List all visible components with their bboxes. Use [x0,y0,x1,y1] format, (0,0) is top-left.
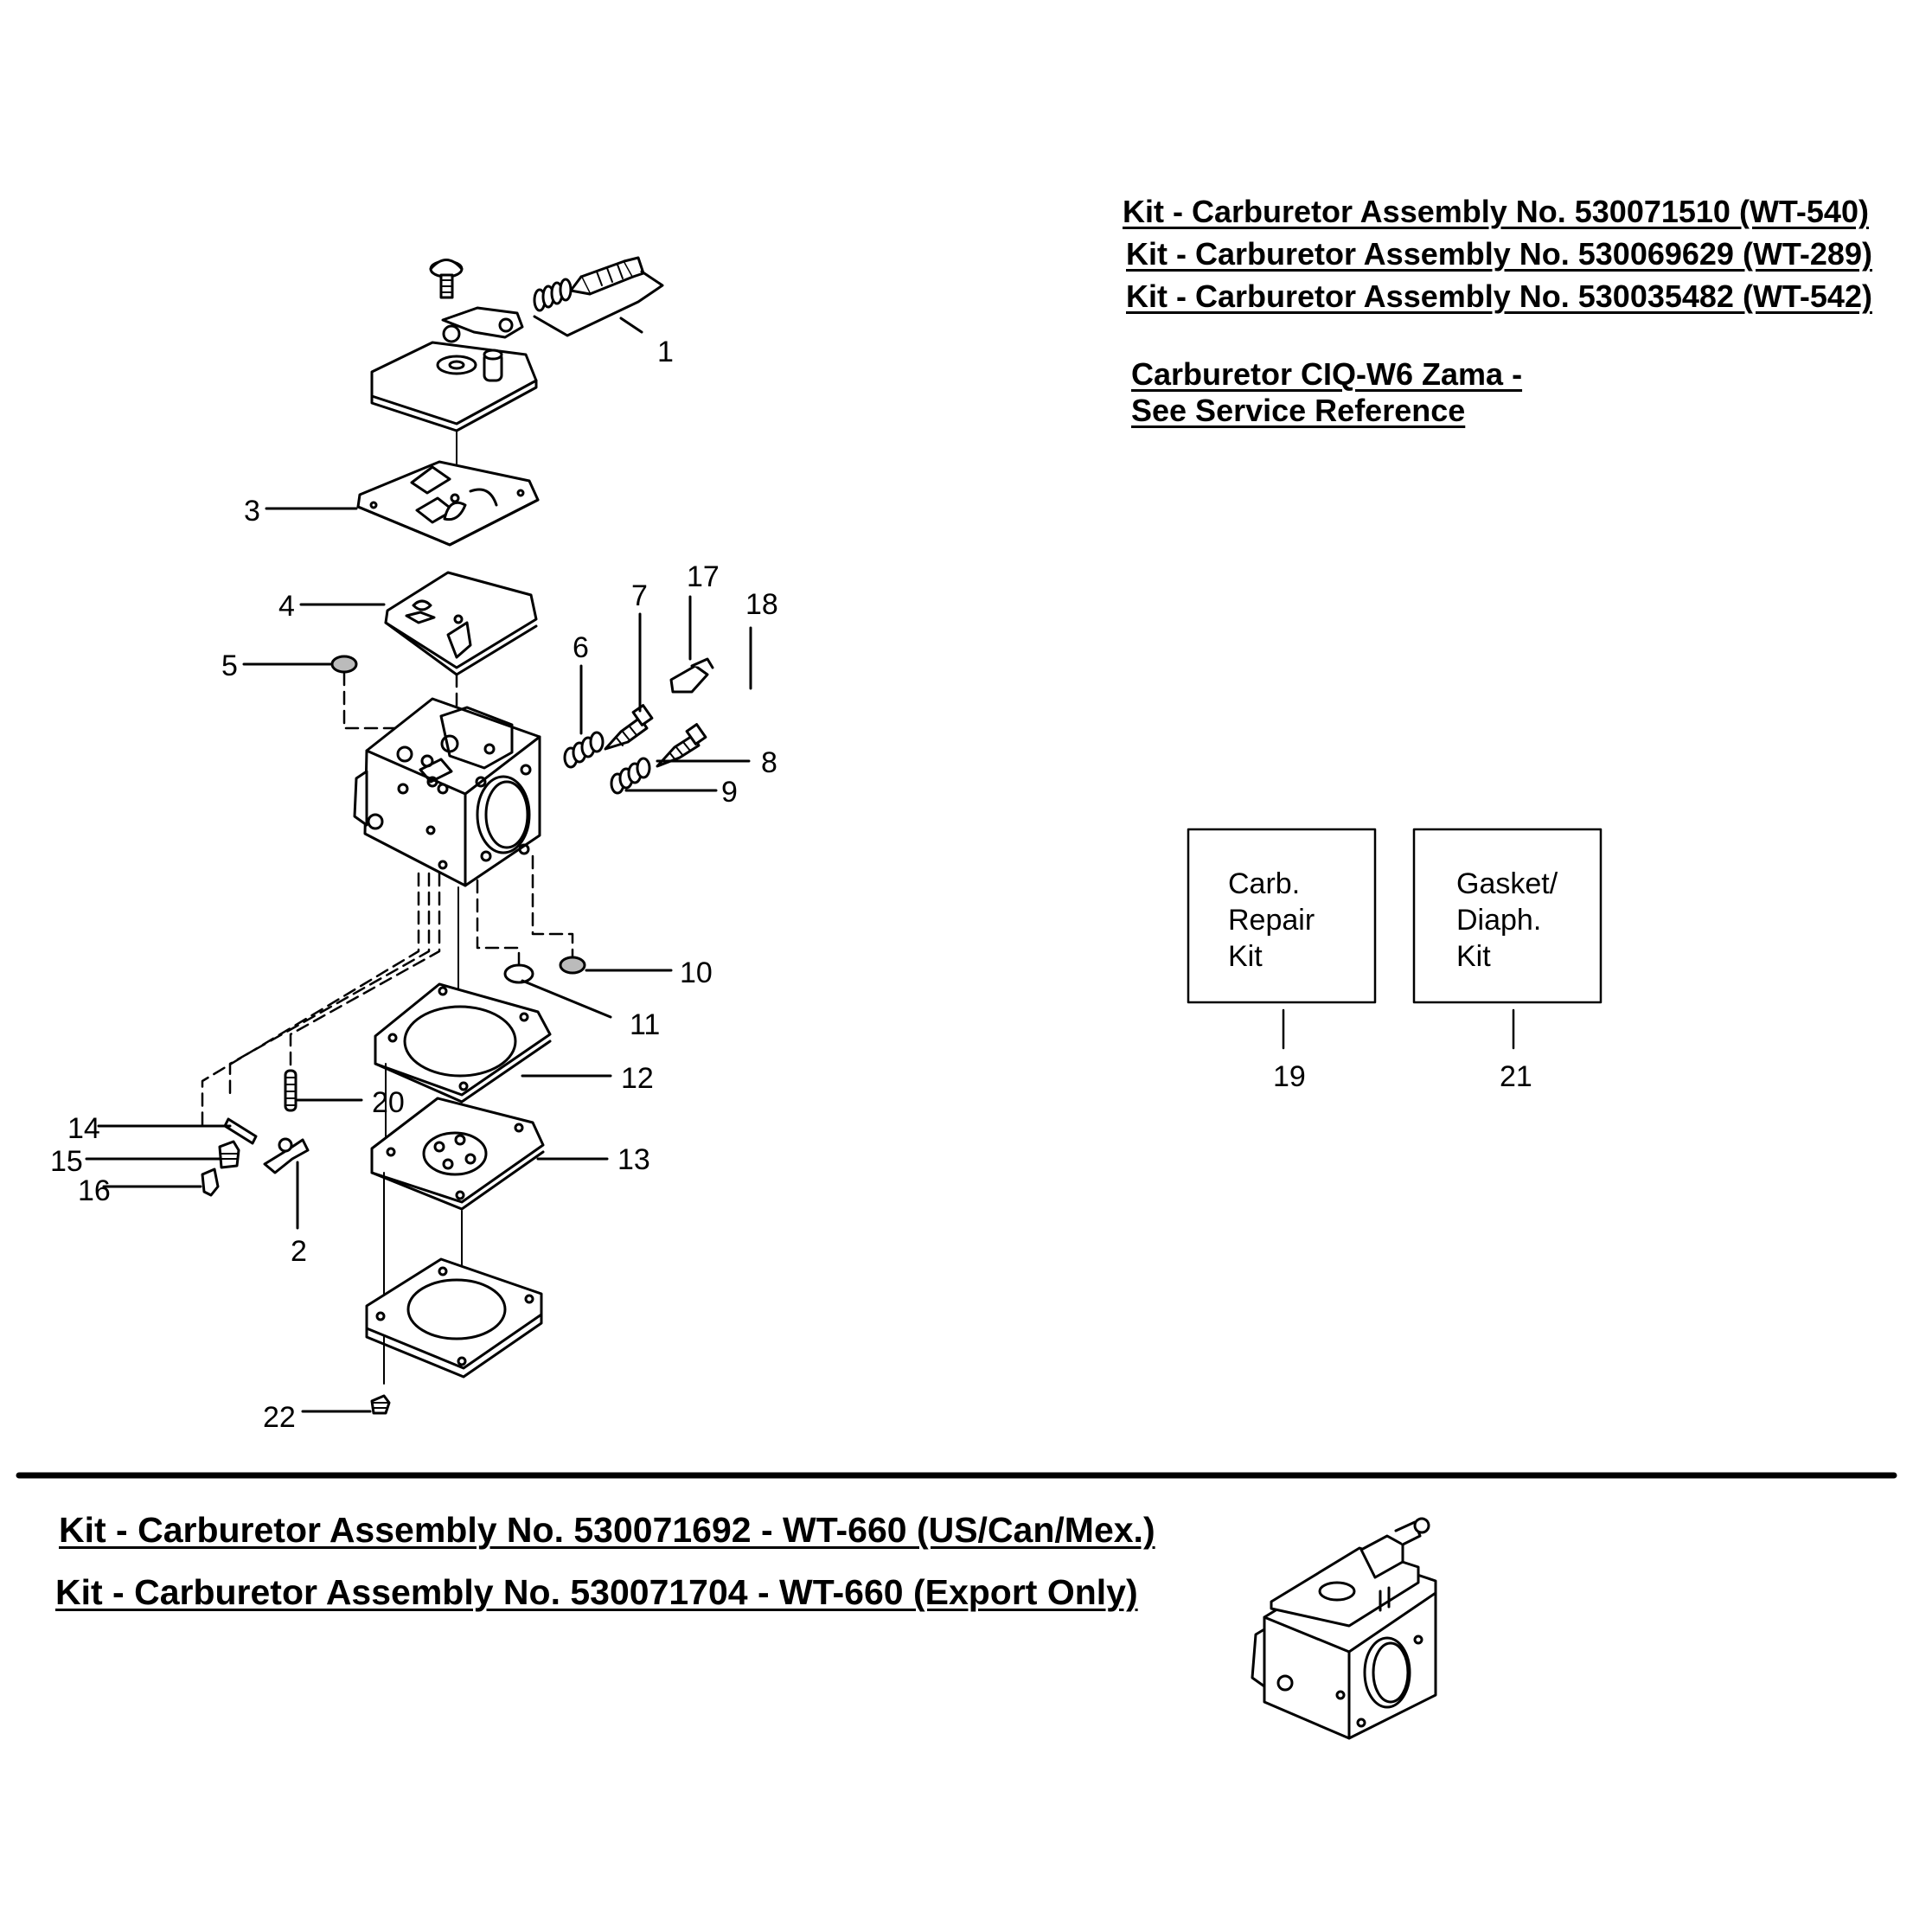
callout-7: 7 [631,579,648,612]
callout-8: 8 [761,746,777,779]
part-15-fitting [218,1140,240,1169]
part-11-check-valve [503,963,534,984]
carb-repair-kit-box: Carb. Repair Kit 19 [1187,828,1377,1093]
kit-title-wt660-export: Kit - Carburetor Assembly No. 530071704 … [55,1572,1138,1612]
part-8-high-speed-needle [656,723,707,768]
kit-title-wt289: Kit - Carburetor Assembly No. 530069629 … [1126,236,1872,272]
callout-10: 10 [680,956,713,989]
repair-kit-line3: Kit [1228,940,1263,973]
callout-18: 18 [745,588,778,621]
callout-3: 3 [244,495,260,528]
callout-13: 13 [617,1143,650,1176]
kit-title-wt540: Kit - Carburetor Assembly No. 530071510 … [1123,194,1869,229]
service-reference-line1: Carburetor CIQ-W6 Zama - [1131,356,1523,392]
part-10-screen [559,956,586,975]
callout-20: 20 [372,1086,405,1119]
part-9-spring [610,757,651,795]
callout-5: 5 [221,649,238,682]
kit-title-wt660-us: Kit - Carburetor Assembly No. 530071692 … [59,1510,1155,1550]
callout-11: 11 [630,1008,660,1041]
gasket-diaphragm-kit-box: Gasket/ Diaph. Kit 21 [1412,828,1603,1093]
pump-cover [365,1257,543,1379]
assembled-carburetor-illustration [1251,1517,1437,1740]
part-1-metering-lever-assembly [429,256,664,343]
callout-15: 15 [50,1145,83,1178]
callout-17: 17 [687,560,720,593]
part-17-limiter-cap [669,657,714,694]
callout-14: 14 [67,1112,100,1145]
metering-cover [370,341,538,468]
part-7-low-speed-needle [604,704,654,751]
part-22-screw [370,1394,391,1415]
callout-22: 22 [263,1401,296,1434]
part-6-spring [563,731,605,769]
part-20-spring [284,1069,297,1112]
part-14-pin [223,1117,258,1145]
part-13-pump-diaphragm [370,1097,545,1211]
part-3-metering-diaphragm [356,460,540,547]
gasket-kit-line2: Diaph. [1456,904,1541,937]
callout-2: 2 [291,1235,307,1268]
part-16-screw [201,1168,220,1197]
part-4-metering-gasket [384,571,538,676]
gasket-kit-line3: Kit [1456,940,1491,973]
part-12-pump-gasket [374,982,552,1104]
callout-19: 19 [1273,1060,1306,1093]
callout-1: 1 [657,336,674,368]
part-2-throttle-lever [263,1137,310,1174]
service-reference-line2: See Service Reference [1131,393,1466,428]
gasket-kit-line1: Gasket/ [1456,867,1558,900]
callout-4: 4 [278,590,295,623]
callout-6: 6 [573,631,589,664]
carburetor-body [353,697,541,887]
callout-12: 12 [621,1062,654,1095]
callout-9: 9 [721,776,738,809]
repair-kit-line2: Repair [1228,904,1315,937]
repair-kit-line1: Carb. [1228,867,1300,900]
callout-21: 21 [1500,1060,1532,1093]
callout-16: 16 [78,1174,111,1207]
part-5-inlet-screen [330,655,358,674]
kit-title-wt542: Kit - Carburetor Assembly No. 530035482 … [1126,278,1872,314]
